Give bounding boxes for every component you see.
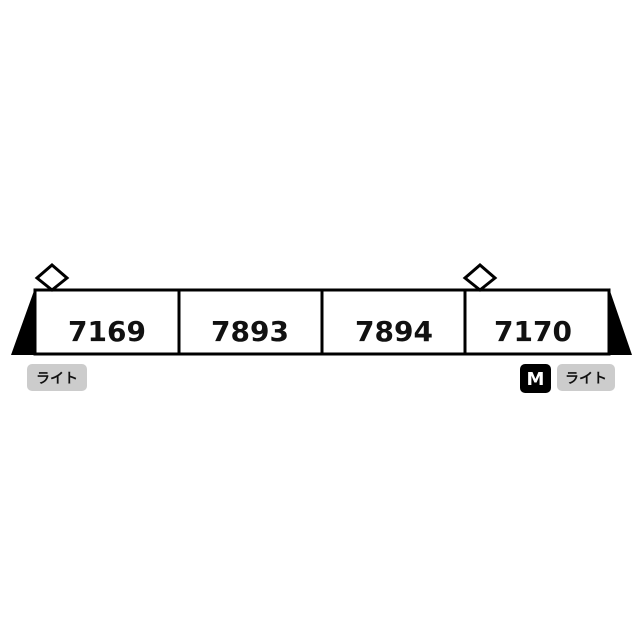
car-number-1: 7169 (68, 315, 146, 348)
light-tag-left-bg (27, 364, 87, 391)
car-number-4: 7170 (494, 315, 572, 348)
right-cab-wedge (609, 288, 632, 355)
left-cab-wedge (11, 288, 35, 355)
light-tag-right-bg (557, 364, 615, 391)
pantograph-right (462, 263, 498, 292)
light-tag-right-label: ライト (565, 371, 607, 387)
light-tag-left-label: ライト (36, 371, 78, 387)
car-number-3: 7894 (355, 315, 433, 348)
pantograph-left (34, 263, 70, 292)
motor-badge: M (520, 364, 551, 393)
light-tag-right: ライト (557, 364, 615, 391)
car-number-2: 7893 (211, 315, 289, 348)
motor-badge-label: M (527, 369, 545, 390)
motor-badge-bg (520, 364, 551, 393)
light-tag-left: ライト (27, 364, 87, 391)
